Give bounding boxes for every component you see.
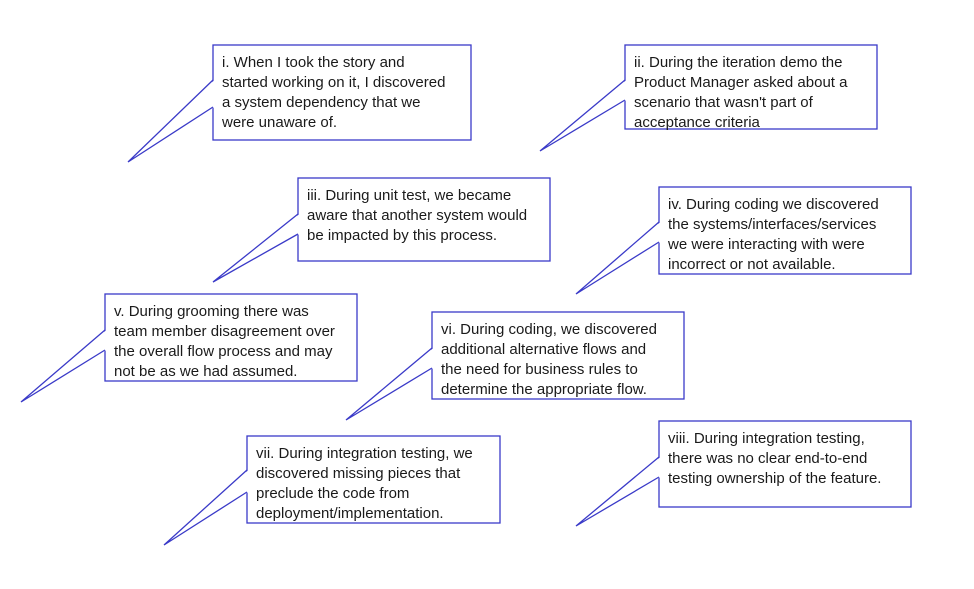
- callout-text-viii: viii. During integration testing, there w…: [668, 429, 881, 489]
- callout-line: iii. During unit test, we became: [307, 187, 512, 204]
- callout-ii: [539, 44, 878, 152]
- callout-box: [246, 435, 501, 524]
- callout-box: [104, 293, 358, 382]
- callout-v: [20, 293, 358, 403]
- callout-i: [127, 44, 472, 163]
- callout-line: vii. During integration testing, we: [256, 445, 473, 462]
- callout-text-vii: vii. During integration testing, we disco…: [256, 444, 473, 524]
- callout-text-iii: iii. During unit test, we became aware th…: [307, 186, 527, 246]
- callout-line: the overall flow process and may: [114, 343, 333, 360]
- callout-iii: [212, 177, 551, 283]
- callout-text-vi: vi. During coding, we discovered addition…: [441, 320, 657, 400]
- callout-box: [658, 186, 912, 275]
- callout-line: vi. During coding, we discovered: [441, 321, 657, 338]
- callout-line: started working on it, I discovered: [222, 74, 446, 91]
- callout-viii: [575, 420, 912, 527]
- callout-pointer: [575, 221, 660, 295]
- callout-pointer: [127, 79, 214, 163]
- callout-text-i: i. When I took the story and started work…: [222, 53, 445, 133]
- callout-line: acceptance criteria: [634, 114, 760, 131]
- callout-line: v. During grooming there was: [114, 303, 309, 320]
- callout-line: not be as we had assumed.: [114, 363, 298, 380]
- callout-line: i. When I took the story and: [222, 54, 405, 71]
- callout-line: viii. During integration testing,: [668, 430, 865, 447]
- callout-text-v: v. During grooming there was team member …: [114, 302, 335, 382]
- callout-line: iv. During coding we discovered: [668, 196, 879, 213]
- callout-text-iv: iv. During coding we discovered the syste…: [668, 195, 879, 275]
- callout-pointer: [345, 347, 433, 421]
- callout-line: team member disagreement over: [114, 323, 335, 340]
- callout-pointer: [20, 329, 106, 403]
- callout-line: determine the appropriate flow.: [441, 381, 647, 398]
- callout-line: scenario that wasn't part of: [634, 94, 813, 111]
- callout-vi: [345, 311, 685, 421]
- callout-pointer: [163, 469, 248, 546]
- callout-pointer: [539, 79, 626, 152]
- callout-line: were unaware of.: [222, 114, 338, 131]
- callout-line: discovered missing pieces that: [256, 465, 461, 482]
- callout-line: there was no clear end-to-end: [668, 450, 868, 467]
- callout-box: [658, 420, 912, 508]
- callout-line: the need for business rules to: [441, 361, 638, 378]
- callout-pointer: [575, 456, 660, 527]
- callout-box: [624, 44, 878, 130]
- callout-line: additional alternative flows and: [441, 341, 647, 358]
- callout-line: ii. During the iteration demo the: [634, 54, 843, 71]
- callout-vii: [163, 435, 501, 546]
- callout-box: [431, 311, 685, 400]
- callout-line: the systems/interfaces/services: [668, 216, 877, 233]
- callout-box: [297, 177, 551, 262]
- callout-line: we were interacting with were: [668, 236, 865, 253]
- callout-box: [212, 44, 472, 141]
- callout-line: a system dependency that we: [222, 94, 421, 111]
- callout-line: incorrect or not available.: [668, 256, 836, 273]
- callout-iv: [575, 186, 912, 295]
- callout-line: aware that another system would: [307, 207, 528, 224]
- callout-line: be impacted by this process.: [307, 227, 498, 244]
- callout-line: preclude the code from: [256, 485, 410, 502]
- callout-line: Product Manager asked about a: [634, 74, 848, 91]
- callout-pointer: [212, 213, 299, 283]
- callout-line: deployment/implementation.: [256, 505, 444, 522]
- callout-line: testing ownership of the feature.: [668, 470, 882, 487]
